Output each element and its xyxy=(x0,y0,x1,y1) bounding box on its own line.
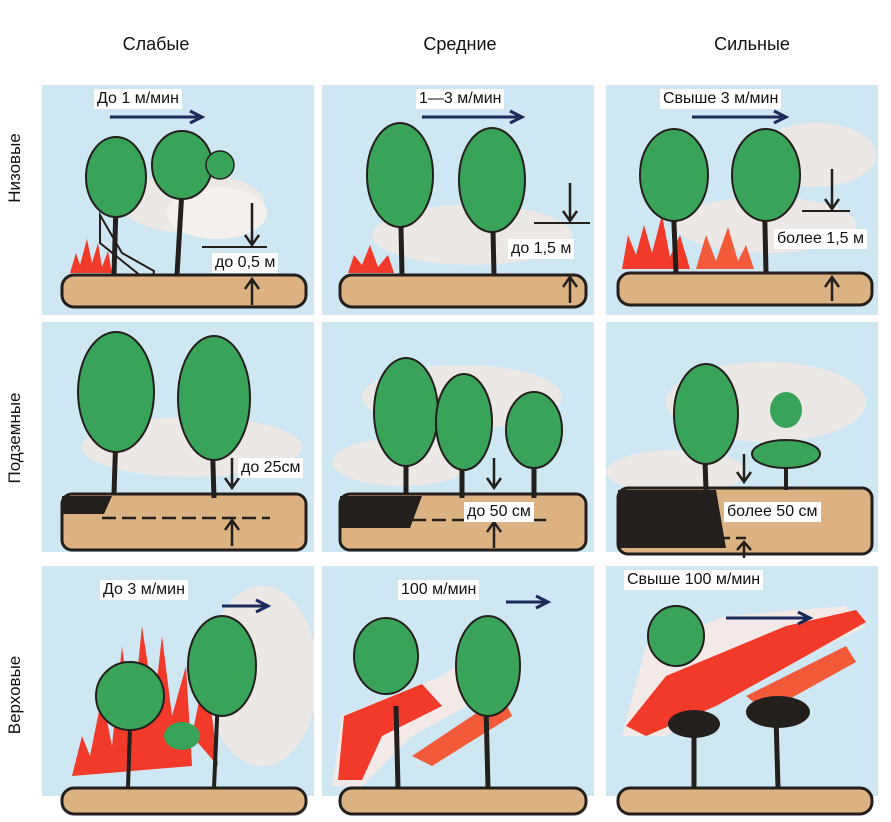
ground-medium-illustration xyxy=(322,85,594,315)
panel-underground-medium: до 50 см xyxy=(322,322,594,552)
crown-medium-speed-label: 100 м/мин xyxy=(398,580,479,600)
row-label-underground-fire: Подземные xyxy=(5,363,25,513)
crown-medium-illustration xyxy=(322,566,594,816)
underground-weak-depth-label: до 25см xyxy=(238,458,303,478)
ground-weak-depth-label: до 0,5 м xyxy=(212,253,278,273)
row-label-crown-fire: Верховые xyxy=(5,620,25,770)
underground-strong-depth-label: более 50 см xyxy=(724,502,821,522)
crown-weak-speed-label: До 3 м/мин xyxy=(100,580,188,600)
ground-weak-illustration xyxy=(42,85,314,315)
ground-medium-speed-label: 1—3 м/мин xyxy=(416,89,504,109)
column-header-medium: Средние xyxy=(360,34,560,55)
ground-strong-depth-label: более 1,5 м xyxy=(774,229,867,249)
column-header-strong: Сильные xyxy=(652,34,852,55)
crown-weak-illustration xyxy=(42,566,314,816)
panel-crown-medium: 100 м/мин xyxy=(322,566,594,796)
underground-weak-illustration xyxy=(42,322,314,558)
ground-strong-illustration xyxy=(606,85,878,315)
column-header-weak: Слабые xyxy=(56,34,256,55)
ground-strong-speed-label: Свыше 3 м/мин xyxy=(660,89,781,109)
panel-crown-strong: Свыше 100 м/мин xyxy=(606,566,878,796)
panel-ground-medium: 1—3 м/мин до 1,5 м xyxy=(322,85,594,315)
panel-underground-strong: более 50 см xyxy=(606,322,878,552)
row-label-ground-fire: Низовые xyxy=(5,93,25,243)
ground-medium-depth-label: до 1,5 м xyxy=(508,239,574,259)
panel-ground-strong: Свыше 3 м/мин более 1,5 м xyxy=(606,85,878,315)
underground-medium-illustration xyxy=(322,322,594,558)
ground-weak-speed-label: До 1 м/мин xyxy=(94,89,182,109)
panel-underground-weak: до 25см xyxy=(42,322,314,552)
crown-strong-speed-label: Свыше 100 м/мин xyxy=(624,570,763,590)
underground-strong-illustration xyxy=(606,322,878,558)
underground-medium-depth-label: до 50 см xyxy=(464,502,534,522)
panel-ground-weak: До 1 м/мин до 0,5 м xyxy=(42,85,314,315)
crown-strong-illustration xyxy=(606,566,878,816)
panel-crown-weak: До 3 м/мин xyxy=(42,566,314,796)
